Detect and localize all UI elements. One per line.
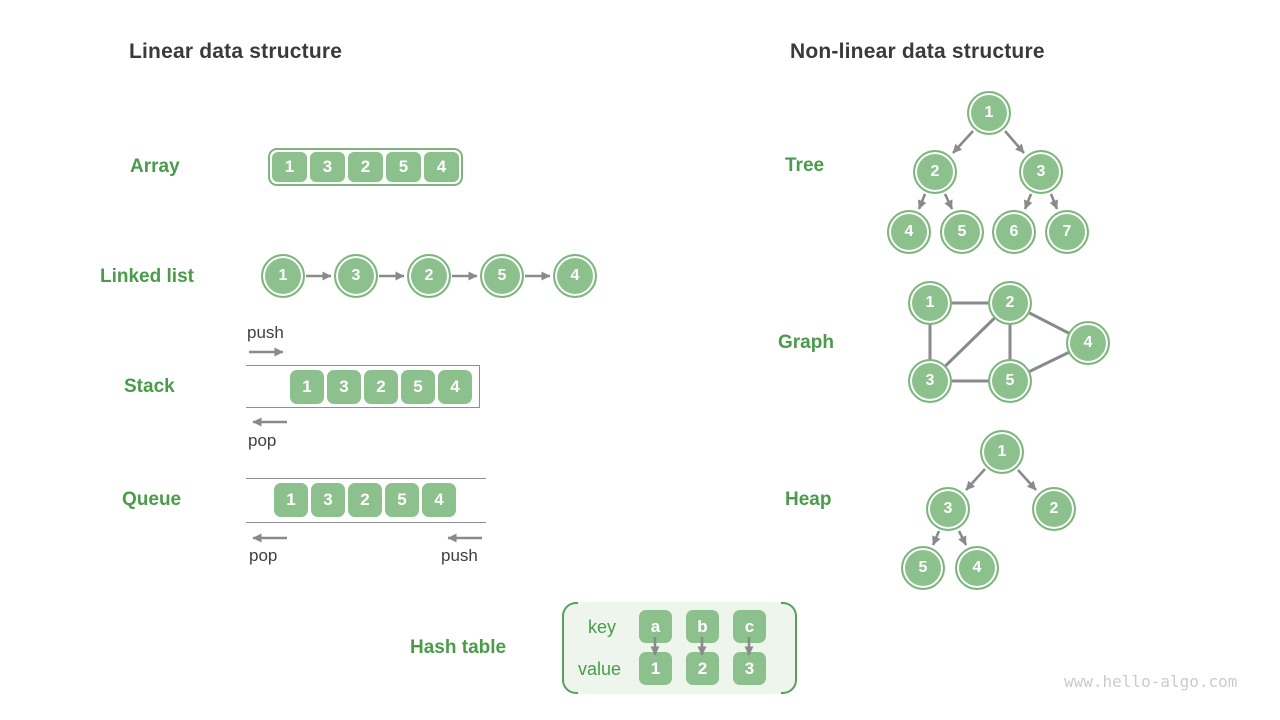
- tree-node: 6: [992, 210, 1036, 254]
- heap-arrow: [965, 468, 986, 491]
- tree-arrow: [1023, 193, 1033, 210]
- queue-cell: 1: [274, 483, 308, 517]
- linked-list-node: 1: [261, 254, 305, 298]
- queue-cell: 2: [348, 483, 382, 517]
- queue-bottom-line: [246, 522, 486, 523]
- graph-label: Graph: [778, 332, 834, 353]
- tree-label: Tree: [785, 155, 825, 176]
- hash-value-cell: 1: [639, 652, 672, 685]
- queue-cells: 1 3 2 5 4: [274, 483, 456, 517]
- stack-push-label: push: [247, 323, 284, 342]
- linked-list-node: 5: [480, 254, 524, 298]
- array-box: 1 3 2 5 4: [268, 148, 463, 186]
- graph-node: 1: [908, 281, 952, 325]
- heap-node: 5: [901, 546, 945, 590]
- tree-node: 1: [967, 91, 1011, 135]
- heap-node: 3: [926, 487, 970, 531]
- array-cell: 2: [348, 152, 383, 182]
- array-cell: 3: [310, 152, 345, 182]
- heap-node: 1: [980, 430, 1024, 474]
- tree-arrow: [1004, 130, 1025, 154]
- stack-cell: 1: [290, 370, 324, 404]
- heap-arrow: [931, 530, 941, 546]
- stack-cell: 5: [401, 370, 435, 404]
- graph-node: 2: [988, 281, 1032, 325]
- tree-arrow: [952, 130, 974, 154]
- hash-value-label: value: [578, 659, 622, 679]
- queue-cell: 3: [311, 483, 345, 517]
- heap-node: 4: [955, 546, 999, 590]
- hash-key-cell: b: [686, 610, 719, 643]
- watermark: www.hello-algo.com: [1064, 672, 1238, 691]
- array-label: Array: [130, 156, 180, 177]
- stack-cells: 1 3 2 5 4: [290, 370, 472, 404]
- array-cell: 5: [386, 152, 421, 182]
- stack-cell: 2: [364, 370, 398, 404]
- array-cell: 1: [272, 152, 307, 182]
- stack-pop-label: pop: [248, 431, 277, 450]
- tree-node: 2: [913, 150, 957, 194]
- linked-list-node: 4: [553, 254, 597, 298]
- array-cell: 4: [424, 152, 459, 182]
- queue-cell: 5: [385, 483, 419, 517]
- linked-list-node: 3: [334, 254, 378, 298]
- graph-node: 3: [908, 359, 952, 403]
- queue-label: Queue: [122, 489, 182, 510]
- graph-node: 4: [1066, 321, 1110, 365]
- hash-key-cell: a: [639, 610, 672, 643]
- tree-node: 7: [1045, 210, 1089, 254]
- hash-table-label: Hash table: [410, 637, 507, 658]
- heap-node: 2: [1032, 487, 1076, 531]
- graph-node: 5: [988, 359, 1032, 403]
- tree-arrow: [1049, 193, 1059, 210]
- heap-arrow: [1017, 469, 1037, 491]
- linked-list-node: 2: [407, 254, 451, 298]
- queue-top-line: [246, 478, 486, 479]
- hash-key-label: key: [588, 617, 617, 637]
- hash-value-cell: 3: [733, 652, 766, 685]
- nonlinear-title: Non-linear data structure: [790, 40, 1045, 63]
- heap-label: Heap: [785, 489, 832, 510]
- hash-right-bracket: [781, 602, 797, 694]
- queue-pop-label: pop: [249, 546, 278, 565]
- hash-value-cell: 2: [686, 652, 719, 685]
- heap-arrow: [957, 530, 968, 546]
- stack-cell: 3: [327, 370, 361, 404]
- tree-arrow: [917, 193, 927, 210]
- linear-title: Linear data structure: [129, 40, 343, 63]
- tree-node: 4: [887, 210, 931, 254]
- tree-node: 5: [940, 210, 984, 254]
- stack-label: Stack: [124, 376, 175, 397]
- hash-key-cell: c: [733, 610, 766, 643]
- tree-arrow: [943, 193, 954, 210]
- queue-push-label: push: [441, 546, 478, 565]
- stack-cell: 4: [438, 370, 472, 404]
- hash-left-bracket: [562, 602, 578, 694]
- linked-list-label: Linked list: [100, 266, 194, 287]
- queue-cell: 4: [422, 483, 456, 517]
- tree-node: 3: [1019, 150, 1063, 194]
